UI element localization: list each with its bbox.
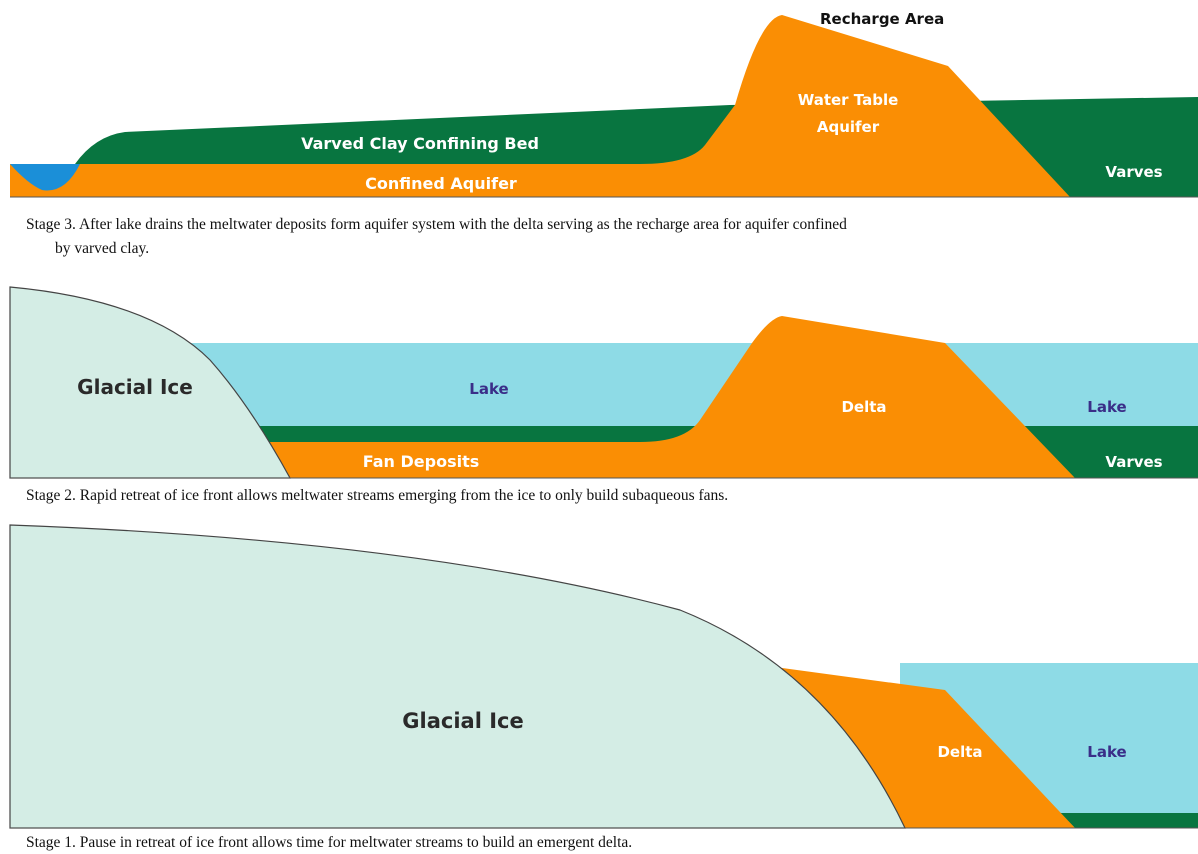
stage3-caption-line1: Stage 3. After lake drains the meltwater… — [26, 216, 847, 233]
fan-deposits-label: Fan Deposits — [363, 452, 480, 471]
stage1-glacial-ice-label: Glacial Ice — [402, 709, 523, 733]
stage2-lake-right-label: Lake — [1087, 398, 1126, 416]
stage3-aquifer-body — [10, 15, 1070, 197]
stage1-lake-label: Lake — [1087, 743, 1126, 761]
stage1-glacial-ice — [9, 524, 906, 829]
varved-clay-confining-bed-label: Varved Clay Confining Bed — [301, 134, 539, 153]
stage3-panel: Recharge Area Water Table Aquifer Varved… — [10, 10, 1198, 257]
stage2-glacial-ice — [9, 286, 292, 479]
stage2-varves-label: Varves — [1105, 453, 1162, 471]
stage1-delta-label: Delta — [937, 743, 982, 761]
stage1-caption: Stage 1. Pause in retreat of ice front a… — [26, 834, 632, 851]
confined-aquifer-label: Confined Aquifer — [365, 174, 517, 193]
stage3-drained-lake-remnant — [10, 164, 80, 191]
stage2-lake-left-label: Lake — [469, 380, 508, 398]
recharge-area-label: Recharge Area — [820, 10, 944, 28]
stage2-glacial-ice-label: Glacial Ice — [77, 375, 193, 399]
water-table-label-line2: Aquifer — [817, 118, 880, 136]
stage2-delta-and-fan — [262, 316, 1075, 478]
stage3-varves-label: Varves — [1105, 163, 1162, 181]
stage2-caption: Stage 2. Rapid retreat of ice front allo… — [26, 487, 728, 504]
stage2-delta-label: Delta — [841, 398, 886, 416]
stage1-varves-layer — [1060, 813, 1198, 828]
water-table-label-line1: Water Table — [798, 91, 899, 109]
stage1-delta — [760, 665, 1075, 828]
stage1-panel: Glacial Ice Delta Lake Stage 1. Pause in… — [9, 524, 1198, 851]
stage2-panel: Glacial Ice Lake Delta Lake Fan Deposits… — [9, 286, 1198, 504]
stage3-caption-line2: by varved clay. — [55, 240, 149, 257]
